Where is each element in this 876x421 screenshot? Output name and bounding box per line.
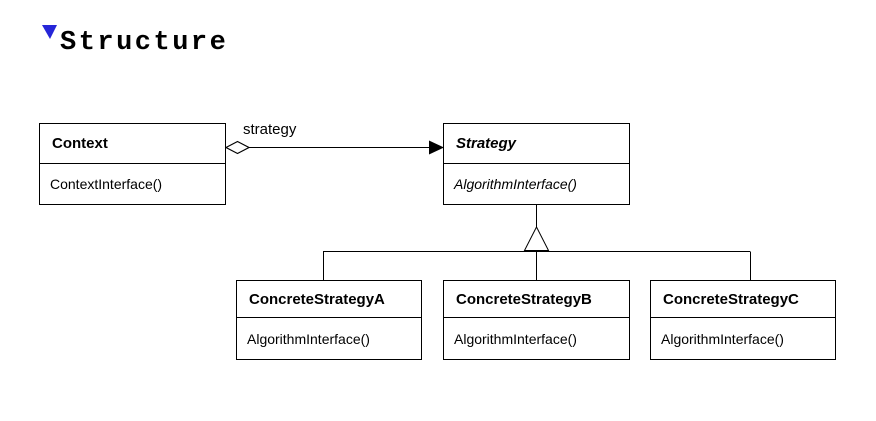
aggregation-diamond-icon — [224, 140, 251, 155]
class-method: AlgorithmInterface() — [661, 330, 784, 347]
class-name: Context — [40, 124, 225, 164]
class-method: AlgorithmInterface() — [247, 330, 370, 347]
class-box-strategy: Strategy AlgorithmInterface() — [443, 123, 630, 205]
class-name: ConcreteStrategyB — [444, 281, 629, 318]
class-box-concrete-strategy-c: ConcreteStrategyC AlgorithmInterface() — [650, 280, 836, 360]
arrowhead-icon — [429, 140, 444, 155]
association-label: strategy — [243, 121, 297, 138]
class-name: ConcreteStrategyA — [237, 281, 421, 318]
class-method: AlgorithmInterface() — [454, 176, 577, 192]
class-box-context: Context ContextInterface() — [39, 123, 226, 205]
class-method: AlgorithmInterface() — [454, 330, 577, 347]
class-box-concrete-strategy-a: ConcreteStrategyA AlgorithmInterface() — [236, 280, 422, 360]
class-name: Strategy — [444, 124, 629, 164]
class-box-concrete-strategy-b: ConcreteStrategyB AlgorithmInterface() — [443, 280, 630, 360]
section-heading-text: Structure — [60, 28, 229, 58]
down-triangle-icon — [42, 25, 57, 39]
inheritance-triangle-icon — [523, 225, 550, 251]
section-marker-icon — [42, 25, 57, 39]
class-name: ConcreteStrategyC — [651, 281, 835, 318]
class-method: ContextInterface() — [50, 176, 163, 192]
